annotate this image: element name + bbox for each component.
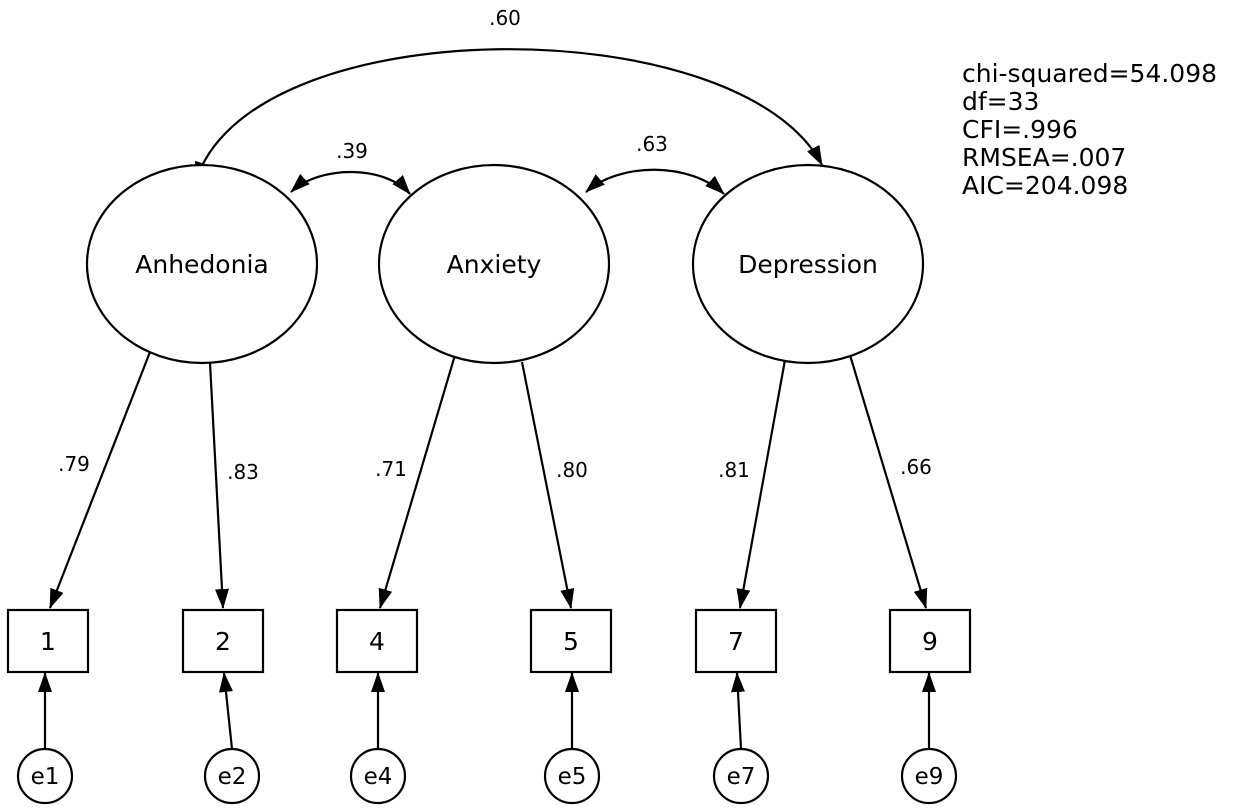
error-label-e4: e4 xyxy=(364,764,393,790)
error-label-e9: e9 xyxy=(915,764,944,790)
loading-path-1 xyxy=(48,351,152,609)
latent-label-anhedonia: Anhedonia xyxy=(135,250,268,279)
error-e5: e5 xyxy=(543,747,601,805)
fit-stat-cfi: CFI=.996 xyxy=(962,115,1078,144)
indicator-4: 4 xyxy=(335,608,419,674)
latent-anxiety: Anxiety xyxy=(377,163,611,365)
fit-stat-aic: AIC=204.098 xyxy=(962,171,1128,200)
error-label-e1: e1 xyxy=(31,764,60,790)
loading-value-7: .81 xyxy=(718,458,750,482)
covariance-value-anhedonia-anxiety: .39 xyxy=(336,139,368,163)
indicator-7: 7 xyxy=(694,608,778,674)
loading-path-4 xyxy=(378,354,457,609)
loading-value-4: .71 xyxy=(375,457,407,481)
indicator-label-9: 9 xyxy=(922,627,938,656)
latent-label-anxiety: Anxiety xyxy=(447,250,542,279)
covariance-value-anhedonia-depression: .60 xyxy=(489,6,521,30)
error-label-e5: e5 xyxy=(558,764,587,790)
indicator-label-5: 5 xyxy=(563,627,579,656)
covariance-value-anxiety-depression: .63 xyxy=(636,132,668,156)
indicator-5: 5 xyxy=(529,608,613,674)
error-e2: e2 xyxy=(203,747,261,805)
error-path-2 xyxy=(219,672,234,750)
covariance-arc-anhedonia-depression xyxy=(194,48,823,182)
loading-value-9: .66 xyxy=(900,455,932,479)
fit-stat-df: df=33 xyxy=(962,87,1039,116)
error-path-7 xyxy=(731,672,745,750)
indicator-1: 1 xyxy=(6,608,90,674)
indicator-label-4: 4 xyxy=(369,627,385,656)
error-label-e7: e7 xyxy=(727,764,756,790)
covariance-arc-anxiety-depression xyxy=(585,168,725,195)
error-e7: e7 xyxy=(712,747,770,805)
indicator-label-1: 1 xyxy=(40,627,56,656)
indicator-label-7: 7 xyxy=(728,627,744,656)
indicator-9: 9 xyxy=(888,608,972,674)
loading-value-2: .83 xyxy=(227,460,259,484)
fit-stat-chi-squared: chi-squared=54.098 xyxy=(962,59,1217,88)
loading-value-1: .79 xyxy=(58,452,90,476)
loading-path-9 xyxy=(848,354,928,609)
loading-value-5: .80 xyxy=(556,458,588,482)
error-e9: e9 xyxy=(900,747,958,805)
loading-path-5 xyxy=(520,361,575,609)
indicator-2: 2 xyxy=(181,608,265,674)
latent-anhedonia: Anhedonia xyxy=(85,163,319,365)
indicator-label-2: 2 xyxy=(215,627,231,656)
latent-depression: Depression xyxy=(691,163,925,365)
loading-path-2 xyxy=(208,362,229,609)
error-e1: e1 xyxy=(16,747,74,805)
loading-path-7 xyxy=(736,359,787,609)
error-label-e2: e2 xyxy=(218,764,247,790)
latent-label-depression: Depression xyxy=(738,250,878,279)
covariance-arc-anhedonia-anxiety xyxy=(290,170,411,195)
fit-stat-rmsea: RMSEA=.007 xyxy=(962,143,1126,172)
error-e4: e4 xyxy=(349,747,407,805)
fit-statistics: chi-squared=54.098 df=33 CFI=.996 RMSEA=… xyxy=(962,59,1217,200)
